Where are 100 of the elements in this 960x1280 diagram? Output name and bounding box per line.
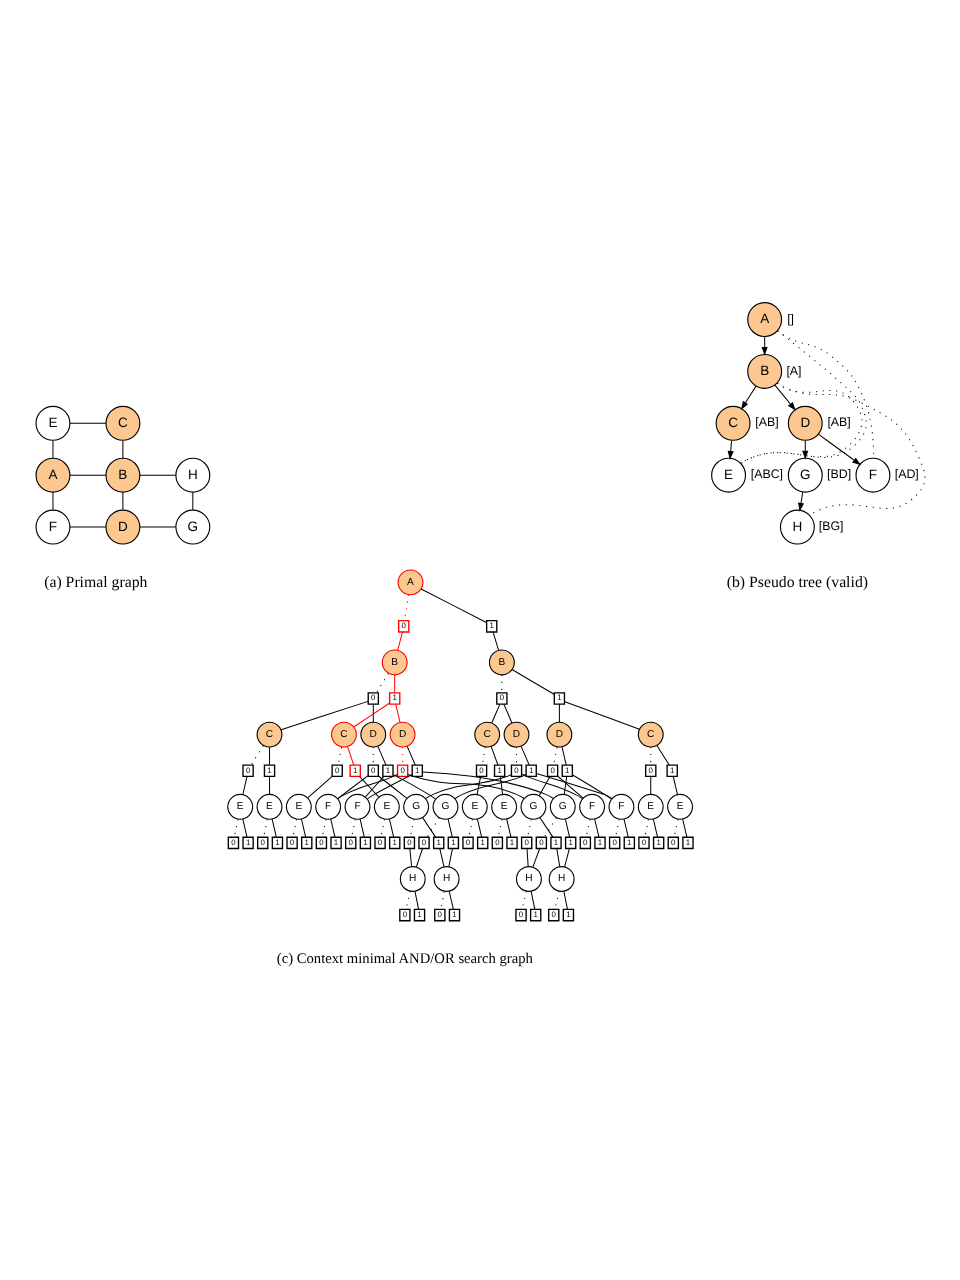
connector (467, 817, 472, 837)
connector (475, 817, 482, 837)
connector (739, 381, 862, 463)
connector (571, 773, 611, 799)
connector (593, 817, 599, 837)
connector (394, 702, 400, 722)
connector (68, 473, 106, 475)
connector (529, 890, 535, 909)
connector (365, 772, 412, 799)
connector (538, 816, 553, 837)
connector (496, 817, 502, 837)
connector (191, 491, 193, 510)
connector (498, 775, 503, 794)
connector (562, 890, 567, 909)
connector (336, 773, 397, 799)
arrow (739, 384, 756, 409)
connector (138, 525, 176, 527)
arrow (796, 490, 804, 511)
connector (775, 329, 874, 458)
connector (438, 847, 444, 867)
connector (346, 745, 354, 765)
arrow (801, 439, 808, 459)
connector (500, 673, 502, 693)
connector (681, 817, 687, 837)
connector (552, 745, 557, 765)
connector (138, 473, 176, 475)
connector (268, 745, 270, 765)
connector (241, 775, 247, 795)
connector (363, 775, 384, 797)
arrow (726, 439, 733, 459)
connector (121, 439, 123, 458)
connector (279, 699, 368, 730)
connector (232, 817, 238, 837)
connector (490, 702, 500, 723)
connector (358, 817, 364, 837)
connector (563, 847, 569, 867)
connector (525, 847, 528, 866)
connector (414, 847, 422, 867)
connector (121, 491, 123, 510)
connector (268, 775, 270, 794)
connector (262, 817, 267, 837)
connector (420, 770, 553, 798)
connector (519, 744, 529, 765)
connector (446, 817, 452, 837)
connector (556, 774, 583, 798)
connector (336, 774, 368, 799)
connector (453, 773, 526, 798)
connector (439, 890, 444, 909)
connector (553, 889, 559, 909)
arrow (816, 432, 861, 465)
connector (562, 775, 567, 794)
connector (379, 817, 385, 837)
connector (531, 847, 540, 867)
connector (614, 817, 619, 837)
connector (534, 771, 612, 798)
arrow (773, 383, 795, 410)
connector (270, 817, 276, 837)
arrow (760, 335, 767, 355)
connector (406, 772, 524, 798)
connector (377, 774, 407, 798)
connector (491, 630, 499, 650)
connector (520, 772, 582, 799)
connector (584, 817, 590, 837)
connector (408, 847, 412, 866)
connector (447, 889, 453, 909)
connector (371, 745, 373, 765)
connector (423, 773, 511, 799)
connector (350, 817, 355, 837)
connector (502, 702, 512, 723)
connector (510, 668, 554, 694)
connector (404, 889, 410, 909)
connector (405, 744, 415, 765)
connector (480, 745, 485, 765)
connector (655, 744, 669, 765)
connector (291, 817, 297, 837)
connector (489, 744, 498, 765)
connector (391, 773, 436, 799)
connector (672, 817, 678, 837)
connector (505, 817, 511, 837)
connector (51, 439, 53, 458)
connector (421, 816, 436, 837)
connector (241, 817, 247, 837)
connector (622, 817, 628, 837)
connector (651, 817, 658, 837)
connector (336, 745, 342, 765)
connector (413, 890, 419, 909)
connector (376, 744, 386, 765)
connector (560, 745, 566, 765)
label: (a) Primal graph (43, 571, 147, 590)
connector (526, 817, 531, 837)
connector (329, 817, 335, 837)
connector (563, 817, 570, 837)
connector (649, 775, 651, 794)
connector (68, 421, 106, 423)
connector (402, 593, 409, 621)
connector (447, 847, 452, 866)
connector (51, 491, 53, 510)
connector (557, 702, 559, 722)
connector (775, 381, 925, 515)
label: (b) Pseudo tree (valid) (725, 571, 868, 590)
